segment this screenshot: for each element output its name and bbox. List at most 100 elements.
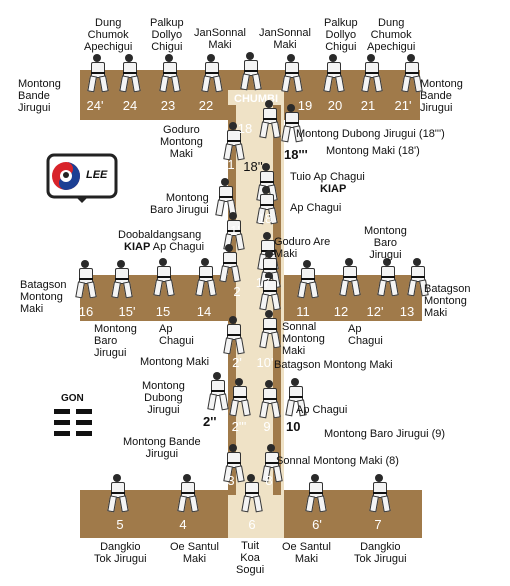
- pos-20: 20: [327, 98, 343, 113]
- pos-18pp: 18'': [243, 159, 263, 174]
- practitioner-figure: [228, 378, 251, 417]
- pos-1p: 1': [230, 223, 240, 238]
- practitioner-figure: [258, 272, 281, 311]
- practitioner-figure: [368, 474, 391, 513]
- label-tuio-ap-chagui: Tuio Ap Chagui: [290, 171, 365, 183]
- label-montong-maki-18: Montong Maki (18'): [326, 145, 420, 157]
- label-montong-baro-jirugui-15: Montong Baro Jirugui: [94, 323, 137, 359]
- label-montong-baro-left: Montong Baro Jirugui: [150, 192, 209, 216]
- label-batagson-right: Batagson Montong Maki: [424, 283, 471, 319]
- practitioner-figure: [240, 474, 263, 513]
- label-montong-bande-3: Montong Bande Jirugui: [123, 436, 201, 460]
- label-goduro-montong-maki: Goduro Montong Maki: [160, 124, 203, 160]
- pos-19: 19: [297, 98, 313, 113]
- practitioner-figure: [218, 244, 241, 283]
- trigram-label: GON: [61, 393, 84, 404]
- label-montong-dubong-18: Montong Dubong Jirugui (18'''): [296, 128, 445, 140]
- pos-9: 9: [263, 419, 271, 434]
- label-dangkio-left: Dangkio Tok Jirugui: [94, 541, 147, 565]
- practitioner-figure: [158, 54, 181, 93]
- practitioner-figure: [110, 260, 133, 299]
- practitioner-figure: [206, 372, 229, 411]
- practitioner-figure: [200, 54, 223, 93]
- label-top-dung-chumok-left: Dung Chumok Apechigui: [84, 17, 133, 53]
- label-dangkio-right: Dangkio Tok Jirugui: [354, 541, 407, 565]
- pos-8: 8: [265, 473, 273, 488]
- label-tuit-koa-sogui: Tuit Koa Sogui: [236, 540, 265, 576]
- label-top-jansonnal-right: JanSonnal Maki: [259, 27, 311, 51]
- practitioner-figure: [258, 100, 281, 139]
- pos-1: 1: [227, 157, 235, 172]
- pos-24p: 24': [86, 98, 104, 113]
- practitioner-figure: [222, 122, 245, 161]
- pos-14: 14: [196, 304, 212, 319]
- pos-10: 10: [286, 419, 301, 434]
- pos-6: 6: [248, 517, 256, 532]
- pos-21: 21: [360, 98, 376, 113]
- practitioner-figure: [406, 258, 429, 297]
- pos-15: 15: [155, 304, 171, 319]
- practitioner-figure: [152, 258, 175, 297]
- practitioner-figure: [284, 378, 307, 417]
- label-goduro-are-maki: Goduro Are Maki: [274, 236, 331, 260]
- center-vertical-band: [228, 105, 236, 495]
- label-ap-chagui-kiap: Ap Chagui: [150, 241, 205, 253]
- pos-21p: 21': [394, 98, 412, 113]
- pos-6p: 6': [312, 517, 322, 532]
- label-montong-bande-left: Montong Bande Jirugui: [18, 78, 61, 114]
- practitioner-figure: [322, 54, 345, 93]
- label-kiap-2: KIAP: [124, 241, 151, 253]
- pos-24: 24: [122, 98, 138, 113]
- practitioner-figure: [258, 310, 281, 349]
- label-montong-baro-9: Montong Baro Jirugui (9): [324, 428, 446, 440]
- pos-2pp: 2'': [203, 414, 217, 429]
- pos-11: 11: [296, 304, 310, 319]
- label-top-dung-chumok-right: Dung Chumok Apechigui: [367, 17, 416, 53]
- practitioner-figure: [280, 54, 303, 93]
- label-montong-dubong: Montong Dubong Jirugui: [142, 380, 185, 416]
- practitioner-figure: [376, 258, 399, 297]
- label-montong-baro-right: Montong Baro Jirugui: [364, 225, 407, 261]
- practitioner-figure: [222, 316, 245, 355]
- practitioner-figure: [258, 380, 281, 419]
- label-top-jansonnal-left: JanSonnal Maki: [194, 27, 246, 51]
- pos-12p: 12': [366, 304, 384, 319]
- pos-22: 22: [198, 98, 214, 113]
- practitioner-figure: [296, 260, 319, 299]
- label-doobaldangsang: Doobaldangsang: [118, 229, 202, 241]
- gon-trigram-icon: [54, 409, 92, 436]
- practitioner-figure: [222, 212, 245, 251]
- label-montong-maki-2: Montong Maki: [140, 356, 210, 368]
- label-ap-chagui-18: Ap Chagui: [290, 202, 342, 214]
- practitioner-figure: [255, 186, 278, 225]
- pos-4: 4: [179, 517, 187, 532]
- logo-text: LEE: [86, 169, 108, 181]
- label-oe-santul-left: Oe Santul Maki: [170, 541, 219, 565]
- label-ap-chagui-12: Ap Chagui: [348, 323, 383, 347]
- practitioner-figure: [338, 258, 361, 297]
- pos-15p: 15': [118, 304, 136, 319]
- practitioner-figure: [106, 474, 129, 513]
- practitioner-figure: [118, 54, 141, 93]
- pos-12: 12: [333, 304, 349, 319]
- label-oe-santul-right: Oe Santul Maki: [282, 541, 331, 565]
- practitioner-figure: [194, 258, 217, 297]
- pos-13: 13: [399, 304, 415, 319]
- pos-17: 17: [255, 275, 271, 290]
- practitioner-figure: [86, 54, 109, 93]
- label-top-palkup-left: Palkup Dollyo Chigui: [150, 17, 184, 53]
- pos-2p: 2': [232, 355, 242, 370]
- pos-16: 16: [78, 304, 94, 319]
- practitioner-figure: [176, 474, 199, 513]
- label-ap-chagui-10: Ap Chagui: [296, 404, 348, 416]
- label-batagson-left: Batagson Montong Maki: [20, 279, 67, 315]
- pos-3: 3: [227, 473, 235, 488]
- practitioner-figure: [214, 178, 237, 217]
- label-montong-bande-right: Montong Bande Jirugui: [420, 78, 463, 114]
- practitioner-figure: [74, 260, 97, 299]
- practitioner-figure: [260, 444, 283, 483]
- pos-7: 7: [374, 517, 382, 532]
- label-kiap-ap-chagui: KIAP Ap Chagui: [124, 241, 204, 253]
- practitioner-figure: [304, 474, 327, 513]
